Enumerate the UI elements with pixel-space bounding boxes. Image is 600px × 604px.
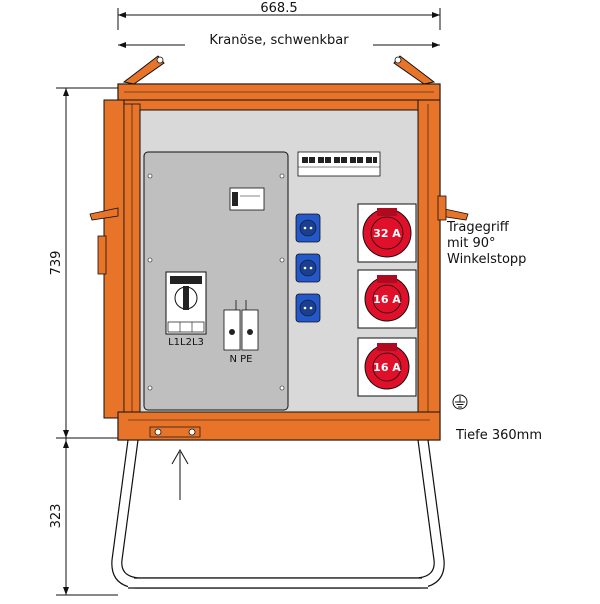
cee-socket-16a: 16 A <box>357 269 417 329</box>
neutral-pe-label: N PE <box>229 354 252 365</box>
cee-rating-label: 32 A <box>373 227 401 240</box>
cee-rating-label: 16 A <box>373 293 401 306</box>
meter-module <box>229 187 265 211</box>
height-dimension: 739 323 <box>49 87 118 596</box>
schuko-socket <box>295 253 321 283</box>
handle-label-line2: mit 90° <box>447 236 496 251</box>
width-value: 668.5 <box>260 1 297 16</box>
schuko-sockets <box>295 213 321 323</box>
main-switch: L1L2L3 <box>165 271 207 348</box>
arrow-up-icon <box>171 448 189 500</box>
neutral-pe-terminals: N PE <box>223 300 259 365</box>
schuko-socket <box>295 293 321 323</box>
stand-height-value: 323 <box>49 504 64 529</box>
schuko-socket <box>295 213 321 243</box>
depth-label: Tiefe 360mm <box>455 428 542 443</box>
cabinet-stand <box>111 439 445 589</box>
cee-socket-16a: 16 A <box>357 337 417 397</box>
crane-eye-annotation: Kranöse, schwenkbar <box>118 32 440 48</box>
breaker-row <box>297 151 381 177</box>
ground-icon <box>452 394 468 410</box>
crane-eye-label: Kranöse, schwenkbar <box>209 33 349 48</box>
handle-label-line3: Winkelstopp <box>447 252 526 267</box>
handle-annotation: Tragegriff mit 90° Winkelstopp <box>446 220 526 267</box>
cee-socket-32a: 32 A <box>357 203 417 263</box>
cabinet-height-value: 739 <box>49 251 64 276</box>
main-switch-label: L1L2L3 <box>168 337 204 348</box>
cee-rating-label: 16 A <box>373 361 401 374</box>
width-dimension: 668.5 <box>117 1 441 30</box>
cee-sockets: 32 A 16 A 16 A <box>357 203 417 397</box>
crane-eyes <box>122 55 436 85</box>
handle-label-line1: Tragegriff <box>446 220 510 235</box>
